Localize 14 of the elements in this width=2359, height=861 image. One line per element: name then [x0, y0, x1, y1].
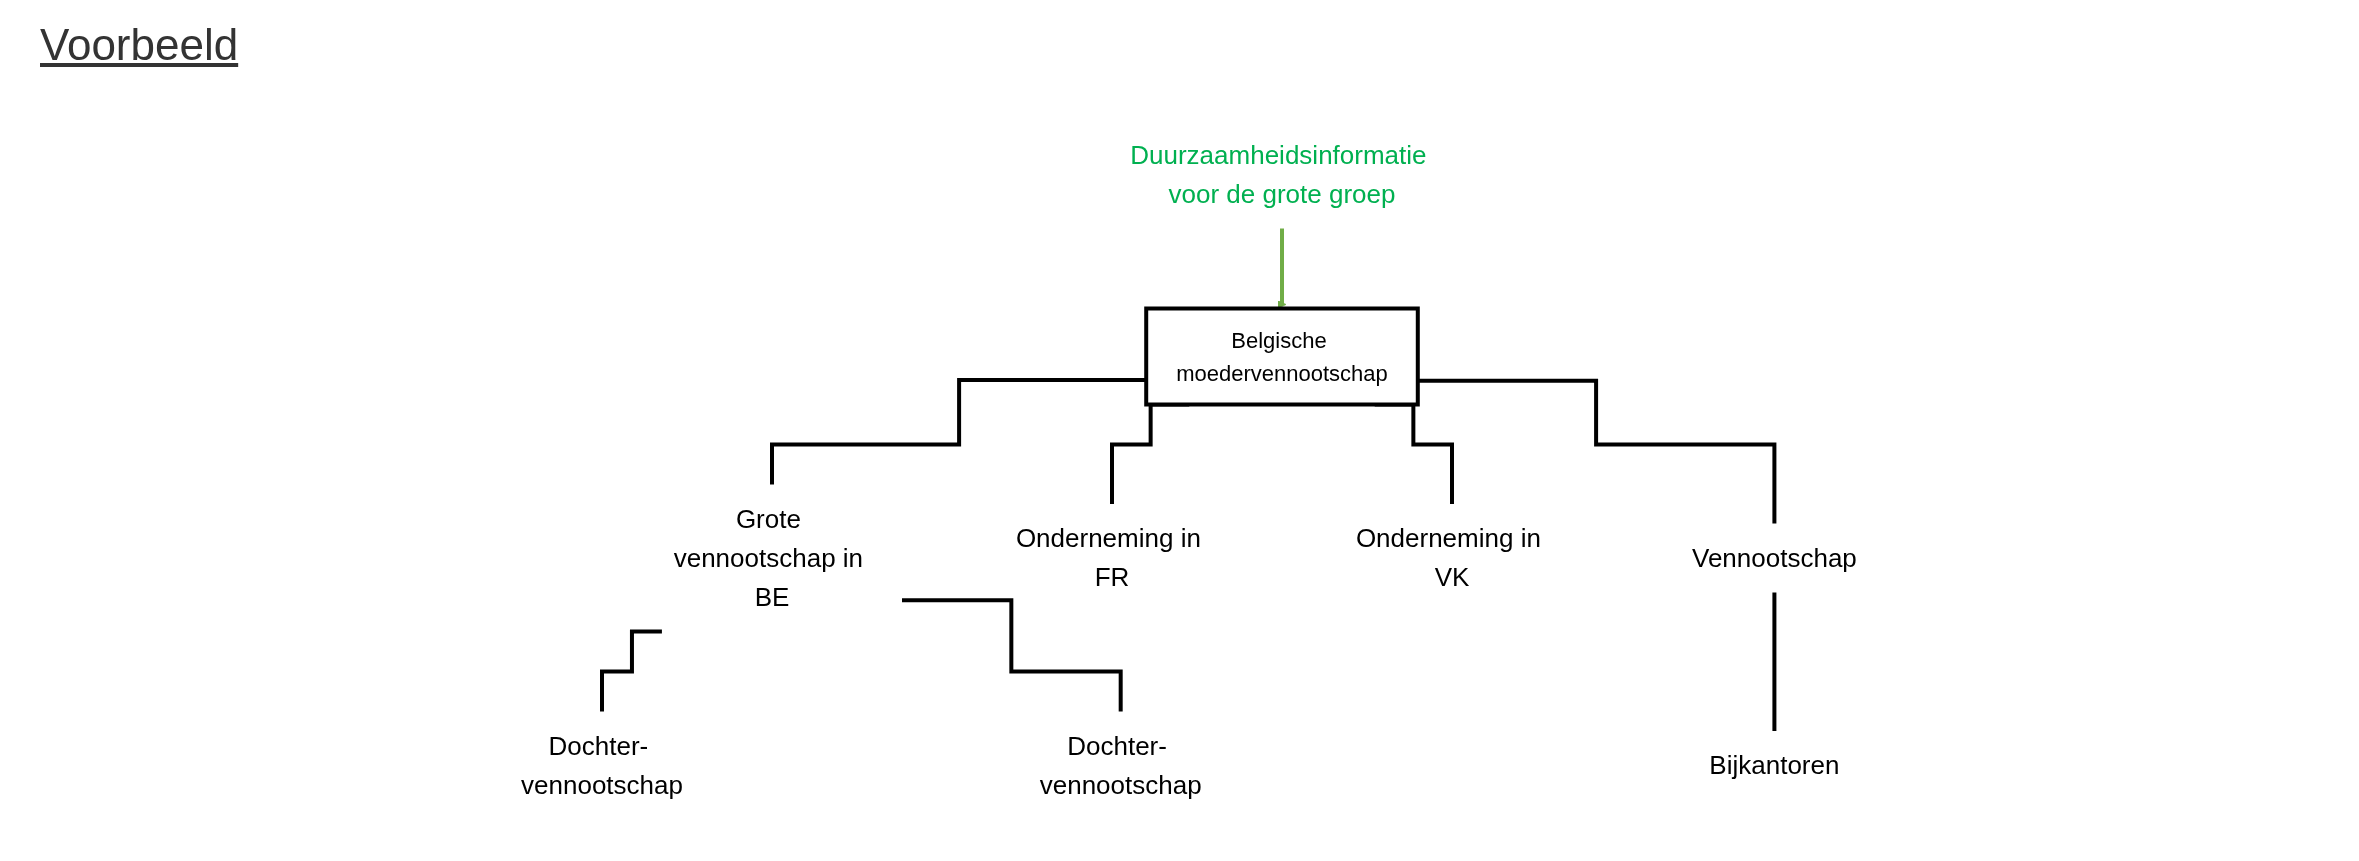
node-text: Grote vennootschap in BE	[673, 503, 864, 612]
arrow	[1277, 226, 1287, 309]
connector	[600, 629, 662, 714]
node-text: Onderneming in VK	[1355, 523, 1541, 592]
node-text: Duurzaamheidsinformatie voor de grote groep	[1130, 139, 1427, 209]
connector	[1772, 590, 1777, 733]
node-text: Vennootschap	[1692, 542, 1857, 573]
node-text: Dochter- vennootschap	[521, 730, 684, 800]
node-box: Belgische moedervennootschap	[1144, 306, 1420, 407]
node-text: Dochter- vennootschap	[1039, 730, 1202, 800]
node-text: Bijkantoren	[1709, 750, 1840, 780]
connector	[902, 598, 1123, 714]
diagram-title: Voorbeeld	[40, 20, 239, 70]
node-text: Onderneming in FR	[1015, 523, 1201, 592]
